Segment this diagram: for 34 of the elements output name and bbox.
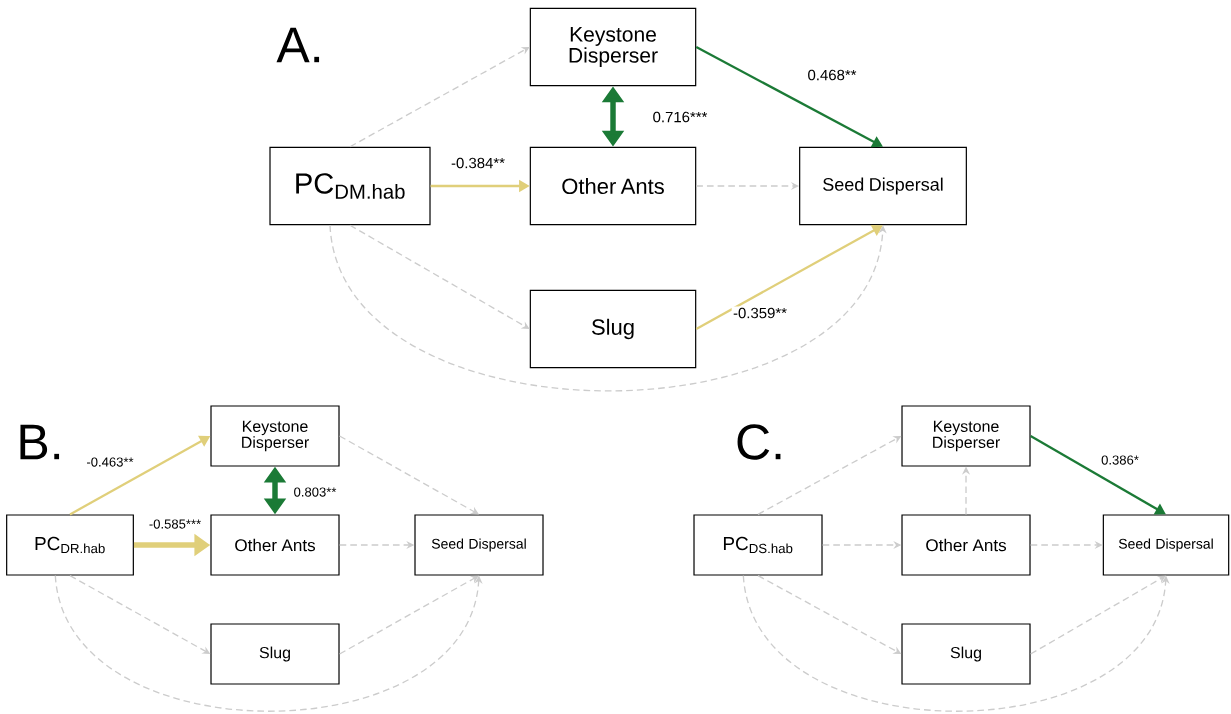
arrow [338,435,479,515]
arrow [338,575,479,655]
process-box: Keystone Disperser [901,405,1031,467]
process-box: Other Ants [901,514,1031,576]
process-box: Keystone Disperser [210,405,340,467]
edge-label: 0.803** [292,486,338,498]
arrow [1029,575,1166,655]
process-box: Seed Dispersal [414,514,544,576]
edge-label: -0.585*** [147,518,203,530]
process-box: PC$_{DS.hab}$ [693,514,823,576]
edge-label: 0.386* [1099,454,1141,466]
arrow [1030,435,1166,515]
panel-letter: C. [737,424,781,460]
process-box: Slug [901,623,1031,685]
panel-letter: B. [20,424,60,460]
edge-label: 0.468** [806,68,858,82]
process-box: Keystone Disperser [529,7,697,87]
process-box: Other Ants [529,146,697,226]
arrow [695,46,883,148]
process-box: PC$_{DM.hab}$ [269,146,431,226]
process-box: PC$_{DR.hab}$ [6,514,134,576]
edge-label: -0.384** [449,156,507,170]
arrow [349,47,530,148]
arrow [695,224,883,330]
edge-label: -0.359** [731,306,789,320]
edge-label: 0.716*** [651,110,709,124]
process-box: Seed Dispersal [799,146,967,226]
process-box: Other Ants [210,514,340,576]
process-box: Seed Dispersal [1102,514,1230,576]
arrow [349,224,530,329]
panel-letter: A. [276,27,320,63]
process-box: Slug [529,289,697,369]
edge-label: -0.463** [85,456,135,468]
process-box: Slug [210,623,340,685]
